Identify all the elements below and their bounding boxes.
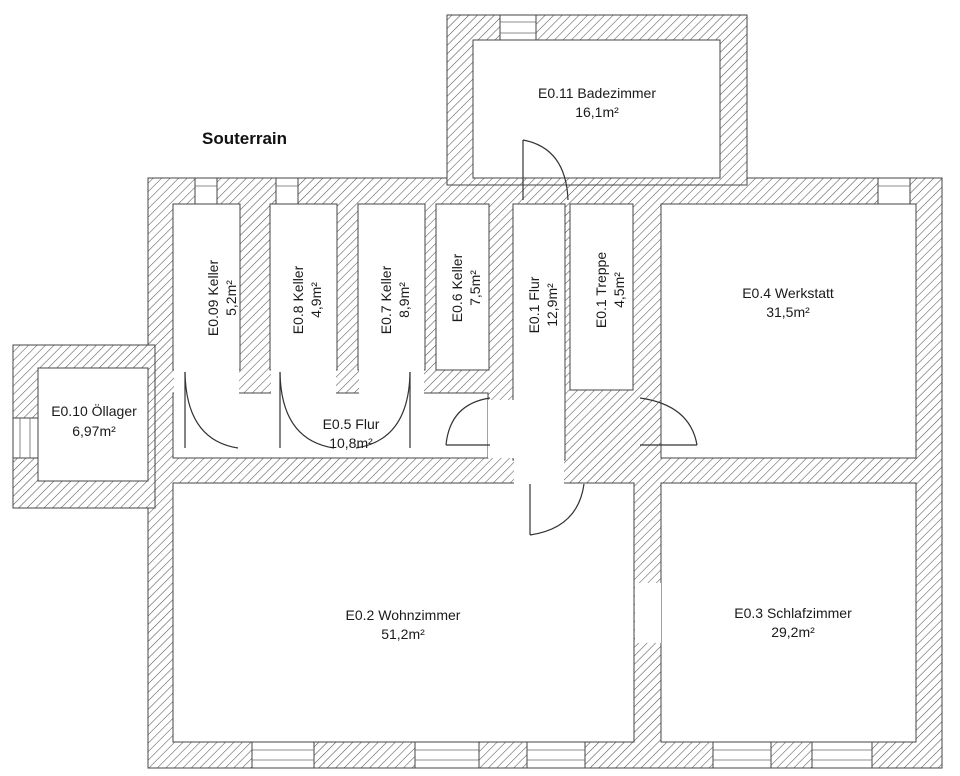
room-label: E0.09 Keller <box>205 260 221 337</box>
room-area: 31,5m² <box>766 304 810 320</box>
room-area: 6,97m² <box>72 423 116 439</box>
room-area: 51,2m² <box>381 626 425 642</box>
room-area: 29,2m² <box>771 624 815 640</box>
room-label: E0.11 Badezimmer <box>538 85 656 101</box>
room-e03-schlafzimmer <box>660 482 917 743</box>
room-area: 8,9m² <box>396 282 412 318</box>
room-label: E0.1 Flur <box>526 276 542 333</box>
room-area: 4,5m² <box>611 272 627 308</box>
room-label: E0.10 Öllager <box>51 402 137 419</box>
room-label: E0.2 Wohnzimmer <box>346 607 461 623</box>
room-label: E0.1 Treppe <box>593 252 609 328</box>
room-label: E0.3 Schlafzimmer <box>734 605 852 621</box>
room-interiors <box>37 39 917 743</box>
room-label: E0.4 Werkstatt <box>742 285 834 301</box>
room-label: E0.5 Flur <box>323 416 380 432</box>
room-area: 4,9m² <box>308 282 324 318</box>
room-labels: E0.11 Badezimmer 16,1m² E0.09 Keller 5,2… <box>51 85 852 642</box>
room-e011-badezimmer <box>472 39 721 179</box>
room-area: 12,9m² <box>544 283 560 327</box>
room-e009-keller <box>172 203 241 371</box>
doors <box>184 139 698 536</box>
room-area: 10,8m² <box>329 435 373 451</box>
room-label: E0.6 Keller <box>449 253 465 322</box>
room-area: 5,2m² <box>223 280 239 316</box>
room-e01-treppe <box>569 203 634 391</box>
room-label: E0.7 Keller <box>378 265 394 334</box>
room-e010-oellager <box>37 367 149 482</box>
windows <box>12 14 911 769</box>
room-e06-keller <box>435 203 490 371</box>
room-e08-keller <box>269 203 338 371</box>
room-area: 7,5m² <box>467 270 483 306</box>
room-area: 16,1m² <box>575 104 619 120</box>
room-e04-werkstatt <box>660 203 917 459</box>
room-label: E0.8 Keller <box>290 265 306 334</box>
plan-title: Souterrain <box>202 129 287 148</box>
corridor-openings <box>174 368 661 643</box>
